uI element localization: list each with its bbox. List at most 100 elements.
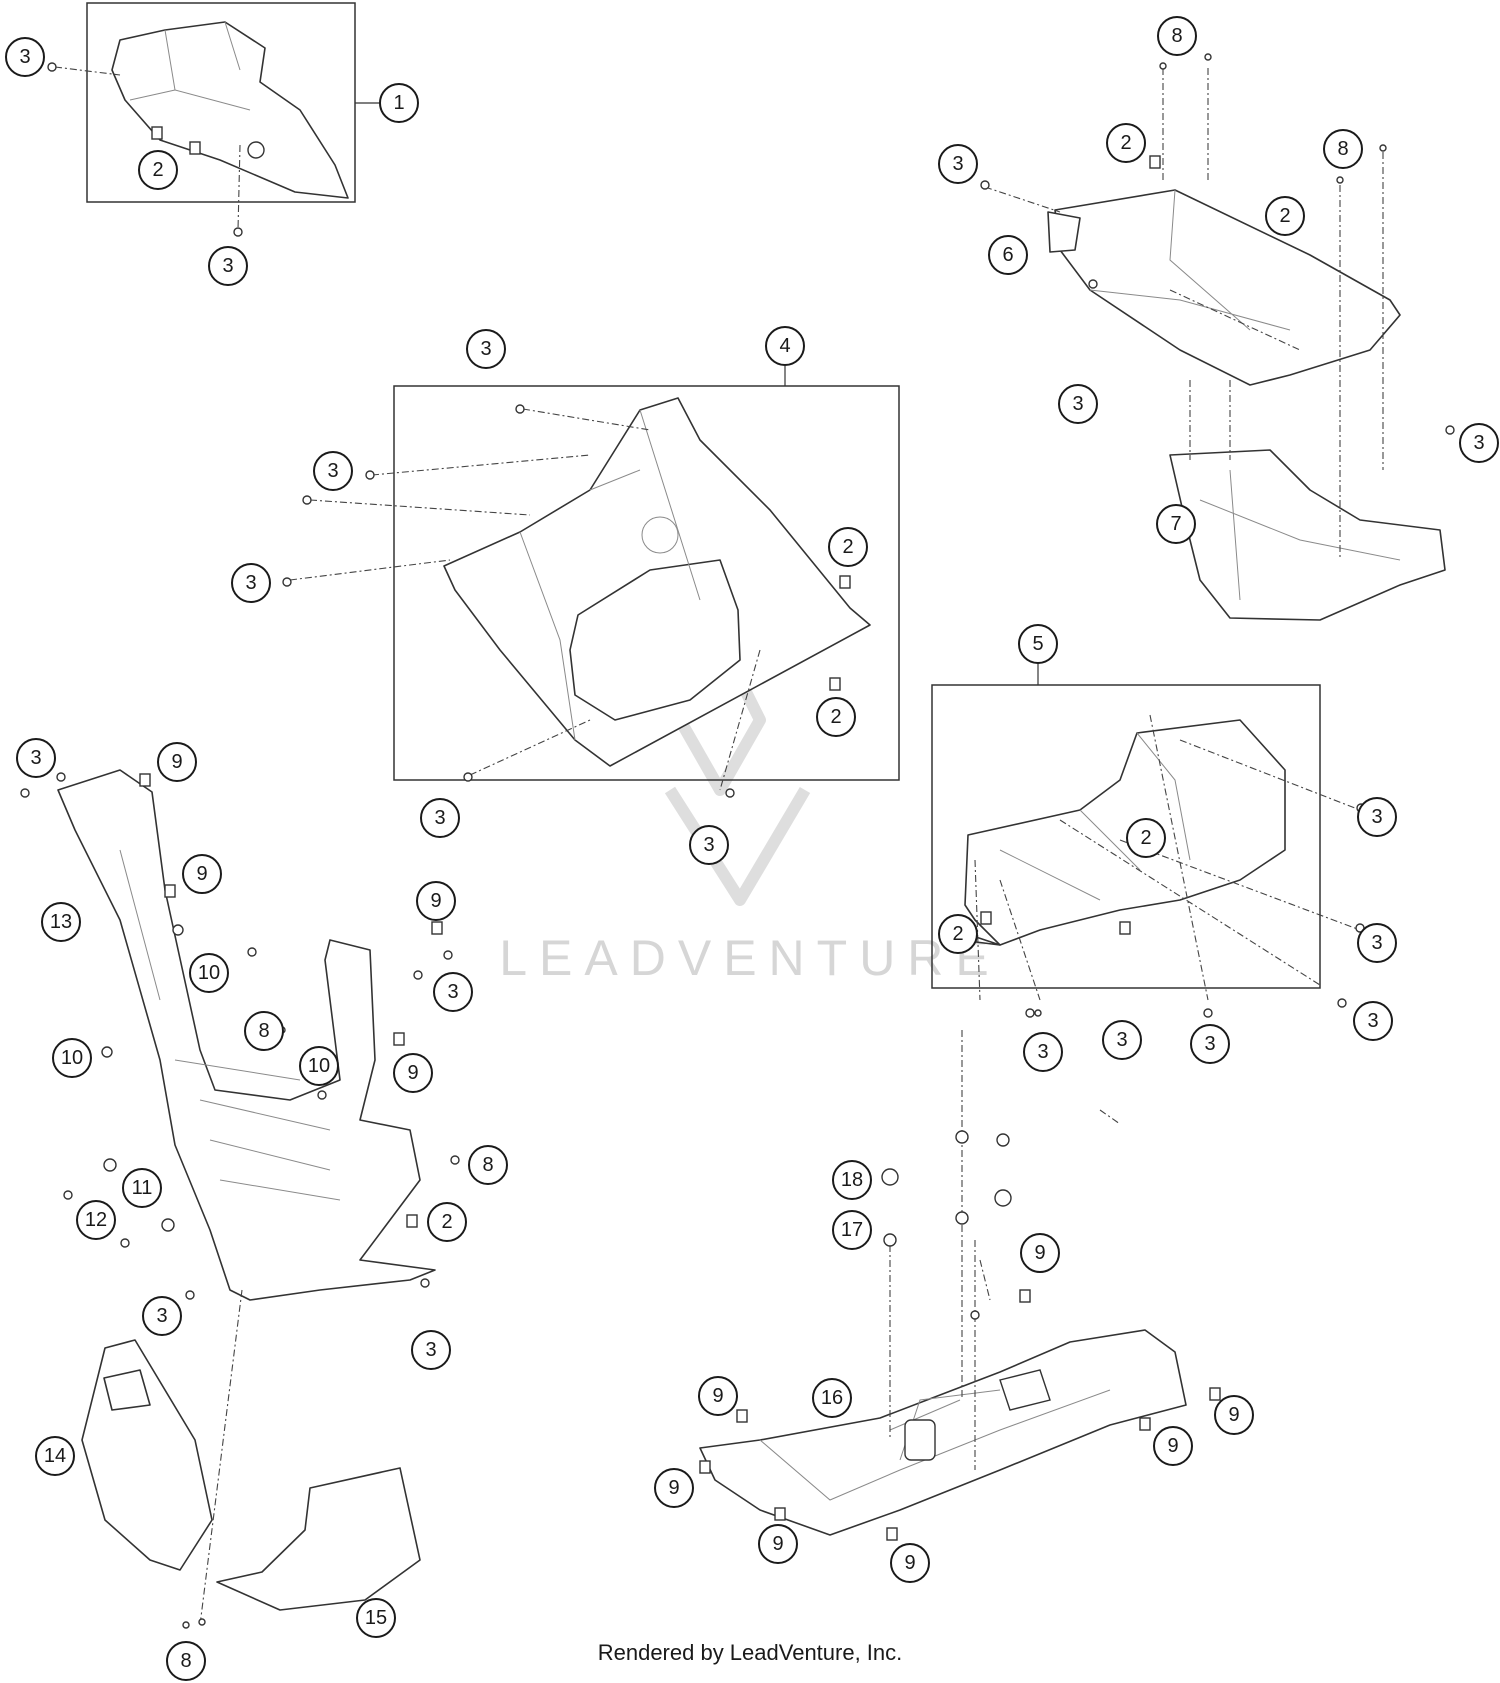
svg-text:9: 9 xyxy=(712,1385,723,1407)
callout-10: 10 xyxy=(189,953,229,993)
group-frame-5 xyxy=(931,684,1321,989)
callout-3: 3 xyxy=(1357,797,1397,837)
svg-text:9: 9 xyxy=(1034,1242,1045,1264)
callout-16: 16 xyxy=(812,1378,852,1418)
svg-text:3: 3 xyxy=(480,338,491,360)
svg-text:1: 1 xyxy=(393,92,404,114)
watermark-text: LEADVENTURE xyxy=(499,930,1001,986)
svg-text:3: 3 xyxy=(1116,1029,1127,1051)
svg-text:3: 3 xyxy=(1204,1033,1215,1055)
svg-text:9: 9 xyxy=(1167,1435,1178,1457)
part-6-shape xyxy=(1047,189,1401,386)
svg-text:8: 8 xyxy=(482,1154,493,1176)
svg-text:7: 7 xyxy=(1170,513,1181,535)
svg-text:3: 3 xyxy=(19,46,30,68)
svg-text:12: 12 xyxy=(85,1209,107,1231)
part-15-shape xyxy=(216,1467,421,1611)
callout-18: 18 xyxy=(832,1160,872,1200)
callout-9: 9 xyxy=(654,1468,694,1508)
svg-text:9: 9 xyxy=(196,863,207,885)
svg-text:3: 3 xyxy=(156,1305,167,1327)
callout-8: 8 xyxy=(1323,129,1363,169)
svg-text:3: 3 xyxy=(1367,1010,1378,1032)
callout-10: 10 xyxy=(299,1046,339,1086)
callout-2: 2 xyxy=(1106,123,1146,163)
part-5-shape xyxy=(959,719,1286,946)
svg-text:14: 14 xyxy=(44,1445,66,1467)
svg-text:2: 2 xyxy=(842,536,853,558)
svg-text:10: 10 xyxy=(308,1055,330,1077)
callout-9: 9 xyxy=(393,1053,433,1093)
callout-10: 10 xyxy=(52,1038,92,1078)
svg-text:2: 2 xyxy=(1140,827,1151,849)
svg-text:5: 5 xyxy=(1032,633,1043,655)
callout-3: 3 xyxy=(1102,1020,1142,1060)
callout-3: 3 xyxy=(466,329,506,369)
callout-3: 3 xyxy=(1459,423,1499,463)
callout-9: 9 xyxy=(1153,1426,1193,1466)
callout-8: 8 xyxy=(468,1145,508,1185)
callout-3: 3 xyxy=(938,144,978,184)
callout-3: 3 xyxy=(208,246,248,286)
callout-3: 3 xyxy=(433,972,473,1012)
callout-2: 2 xyxy=(1265,196,1305,236)
callout-3: 3 xyxy=(420,798,460,838)
part-16-shape xyxy=(699,1329,1187,1536)
callout-3: 3 xyxy=(1357,923,1397,963)
callout-2: 2 xyxy=(427,1202,467,1242)
svg-text:8: 8 xyxy=(180,1650,191,1672)
svg-text:8: 8 xyxy=(1171,25,1182,47)
callout-9: 9 xyxy=(698,1376,738,1416)
svg-text:3: 3 xyxy=(425,1339,436,1361)
svg-text:3: 3 xyxy=(434,807,445,829)
svg-text:3: 3 xyxy=(222,255,233,277)
svg-text:9: 9 xyxy=(171,751,182,773)
svg-text:3: 3 xyxy=(1473,432,1484,454)
callout-8: 8 xyxy=(166,1641,206,1681)
callout-3: 3 xyxy=(1353,1001,1393,1041)
svg-text:3: 3 xyxy=(1072,393,1083,415)
svg-text:9: 9 xyxy=(904,1552,915,1574)
svg-text:3: 3 xyxy=(245,572,256,594)
svg-text:9: 9 xyxy=(772,1533,783,1555)
svg-text:3: 3 xyxy=(327,460,338,482)
svg-text:4: 4 xyxy=(779,335,790,357)
svg-text:6: 6 xyxy=(1002,244,1013,266)
callout-9: 9 xyxy=(758,1524,798,1564)
svg-text:3: 3 xyxy=(1371,806,1382,828)
callout-3: 3 xyxy=(1190,1024,1230,1064)
svg-text:15: 15 xyxy=(365,1607,387,1629)
callout-7: 7 xyxy=(1156,504,1196,544)
svg-text:9: 9 xyxy=(1228,1404,1239,1426)
svg-text:9: 9 xyxy=(430,890,441,912)
svg-text:17: 17 xyxy=(841,1219,863,1241)
callout-15: 15 xyxy=(356,1598,396,1638)
svg-text:2: 2 xyxy=(1120,132,1131,154)
callout-1: 1 xyxy=(379,83,419,123)
svg-text:8: 8 xyxy=(1337,138,1348,160)
callout-3: 3 xyxy=(689,825,729,865)
svg-text:18: 18 xyxy=(841,1169,863,1191)
callout-9: 9 xyxy=(890,1543,930,1583)
svg-text:3: 3 xyxy=(1371,932,1382,954)
callout-9: 9 xyxy=(416,881,456,921)
svg-text:11: 11 xyxy=(132,1177,153,1199)
callout-9: 9 xyxy=(1214,1395,1254,1435)
svg-text:3: 3 xyxy=(447,981,458,1003)
callout-3: 3 xyxy=(1058,384,1098,424)
callout-2: 2 xyxy=(816,697,856,737)
fasteners xyxy=(20,53,1455,1629)
callout-5: 5 xyxy=(1018,624,1058,664)
callout-2: 2 xyxy=(938,914,978,954)
callout-3: 3 xyxy=(231,563,271,603)
svg-text:10: 10 xyxy=(61,1047,83,1069)
svg-text:3: 3 xyxy=(30,747,41,769)
svg-text:10: 10 xyxy=(198,962,220,984)
part-4-shape xyxy=(443,397,871,767)
callout-3: 3 xyxy=(16,738,56,778)
svg-text:2: 2 xyxy=(441,1211,452,1233)
svg-text:9: 9 xyxy=(407,1062,418,1084)
svg-text:2: 2 xyxy=(952,923,963,945)
callout-13: 13 xyxy=(41,902,81,942)
